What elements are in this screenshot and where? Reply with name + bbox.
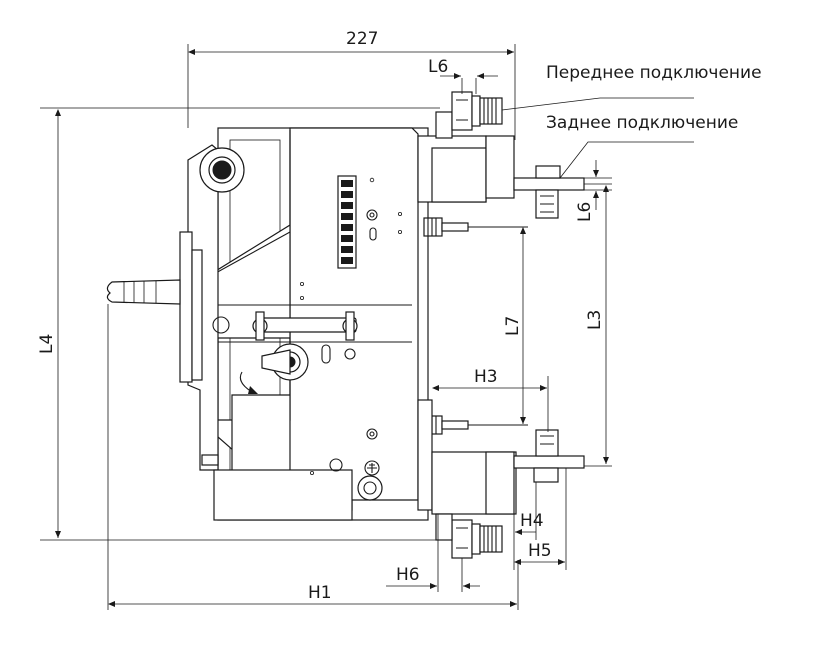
dim-h1: H1	[308, 583, 332, 603]
dim-l7: L7	[503, 316, 523, 336]
note-front-connection: Переднее подключение	[546, 63, 762, 83]
terminal-blocks	[417, 91, 585, 559]
dim-h6: H6	[396, 565, 420, 585]
dim-h3: H3	[474, 367, 498, 387]
dim-l4: L4	[37, 334, 57, 354]
dim-l6-right: L6	[575, 202, 595, 222]
dimension-lines	[40, 44, 694, 610]
note-rear-connection: Заднее подключение	[546, 113, 738, 133]
dim-l6-top: L6	[428, 57, 448, 77]
dim-l3: L3	[585, 310, 605, 330]
dim-227: 227	[346, 29, 378, 49]
dim-h5: H5	[528, 541, 552, 561]
breaker-body	[106, 127, 429, 521]
dim-h4: H4	[520, 511, 544, 531]
